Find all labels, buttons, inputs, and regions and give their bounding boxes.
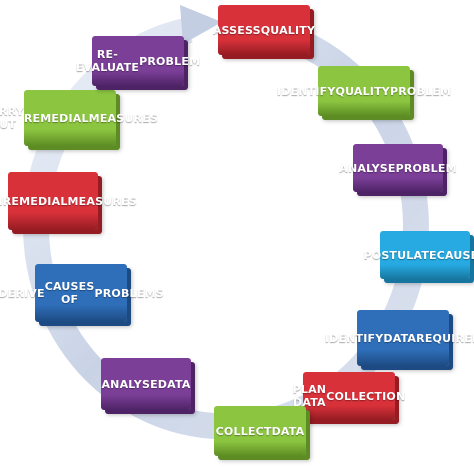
step-plan-remedial-measures: PLANREMEDIALMEASURES [0, 172, 137, 230]
step-label-line: QUALITY [260, 23, 316, 37]
step-label-line: DATA [157, 377, 191, 391]
step-label-line: ASSESS [212, 23, 261, 37]
step-label-line: PROBLEM [389, 84, 452, 98]
step-label-line: POSTULATE [363, 248, 437, 262]
step-label-line: MEASURES [67, 194, 137, 208]
step-label-line: PROBLEMS [94, 286, 164, 300]
step-carry-out-remedial-measures: CARRY OUTREMEDIALMEASURES [0, 90, 158, 146]
step-postulate-causes: POSTULATECAUSES [364, 231, 474, 279]
step-label-line: PROBLEM [139, 54, 201, 68]
step-label-line: DERIVE [0, 286, 45, 300]
step-label-line: DATA [383, 331, 417, 345]
step-identify-data-required: IDENTIFYDATAREQUIRED [325, 310, 474, 366]
step-label-line: REQUIRED [416, 331, 474, 345]
step-label-line: RE-EVALUATE [75, 48, 140, 74]
step-label-line: QUALITY [335, 84, 390, 98]
step-label-line: IDENTIFY [276, 84, 336, 98]
step-label-line: REMEDIAL [2, 194, 68, 208]
step-label-line: COLLECTION [326, 389, 406, 403]
step-label-line: CAUSES OF [44, 280, 95, 306]
cycle-arrow-head [180, 5, 222, 44]
step-label-line: PLAN [0, 195, 3, 208]
step-label-line: PROBLEM [395, 161, 457, 175]
step-label-line: MEASURES [88, 111, 159, 125]
step-label-line: IDENTIFY [324, 331, 384, 345]
step-label-line: ANALYSE [339, 161, 396, 175]
step-label-line: CARRY OUT [0, 105, 24, 131]
step-label-line: PLAN DATA [292, 383, 327, 409]
step-label-line: DATA [271, 424, 305, 438]
step-label-line: REMEDIAL [23, 111, 89, 125]
step-label-line: ANALYSE [101, 377, 158, 391]
step-label-line: CAUSES [436, 248, 474, 262]
step-label-line: COLLECT [215, 424, 272, 438]
